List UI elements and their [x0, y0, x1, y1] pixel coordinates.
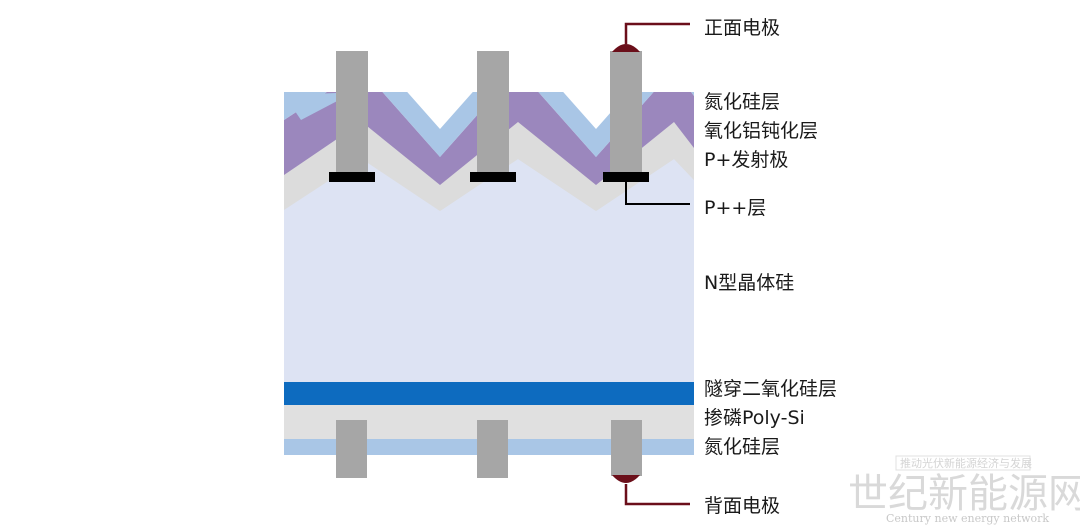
watermark-cn: 世纪新能源网	[848, 471, 1080, 517]
label-silicon-nitride-bottom: 氮化硅层	[704, 436, 780, 458]
watermark-en: Century new energy network	[886, 512, 1049, 525]
label-p-plus-plus: P++层	[704, 197, 766, 219]
p-plus-plus-contact-3	[603, 172, 649, 182]
front-electrode-bump	[612, 44, 640, 52]
label-silicon-nitride-top: 氮化硅层	[704, 91, 780, 113]
back-electrode-1	[336, 420, 367, 478]
label-doped-poly: 掺磷Poly-Si	[704, 407, 805, 429]
back-electrode-3	[611, 420, 642, 476]
label-front-electrode: 正面电极	[704, 17, 780, 39]
label-back-electrode: 背面电极	[704, 495, 780, 517]
back-electrode-leader	[624, 484, 690, 506]
front-electrode-3	[610, 51, 642, 175]
front-electrode-leader	[624, 22, 690, 44]
tunnel-oxide-layer	[284, 382, 694, 405]
p-plus-plus-contact-2	[470, 172, 516, 182]
back-electrode-2	[477, 420, 508, 478]
front-electrode-1	[336, 51, 368, 175]
watermark: 推动光伏新能源经济与发展 世纪新能源网 Century new energy n…	[848, 455, 1080, 525]
label-aluminum-oxide: 氧化铝钝化层	[704, 120, 818, 142]
label-tunnel-oxide: 隧穿二氧化硅层	[704, 378, 837, 400]
watermark-tagline: 推动光伏新能源经济与发展	[900, 456, 1032, 470]
back-electrode-bump	[612, 475, 640, 483]
label-p-emitter: P+发射极	[704, 149, 788, 171]
label-n-type-silicon: N型晶体硅	[704, 272, 794, 294]
p-plus-plus-contact-1	[329, 172, 375, 182]
front-electrode-2	[477, 51, 509, 175]
p-plus-plus-leader	[625, 182, 690, 205]
